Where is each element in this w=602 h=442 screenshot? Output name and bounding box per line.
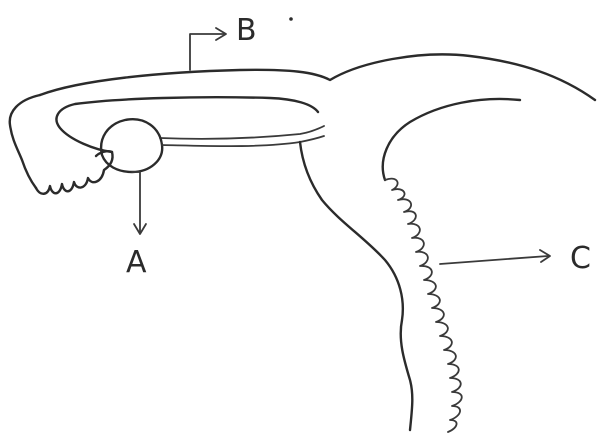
label-a: A	[126, 245, 147, 280]
tube-left-curl	[10, 95, 40, 188]
label-b: B	[236, 13, 257, 48]
label-c: C	[570, 241, 591, 276]
fimbriae	[36, 151, 113, 194]
uterine-outer-wall	[300, 142, 412, 430]
label-b-leader	[190, 34, 224, 70]
uterine-cavity-top	[383, 99, 520, 180]
inner-lumen-lower	[160, 126, 324, 139]
label-a-leader	[132, 172, 140, 232]
stray-ink-dot	[289, 17, 293, 21]
label-c-leader	[440, 256, 548, 264]
outer-tube-contour	[40, 54, 595, 100]
cervical-rugae	[385, 179, 462, 432]
